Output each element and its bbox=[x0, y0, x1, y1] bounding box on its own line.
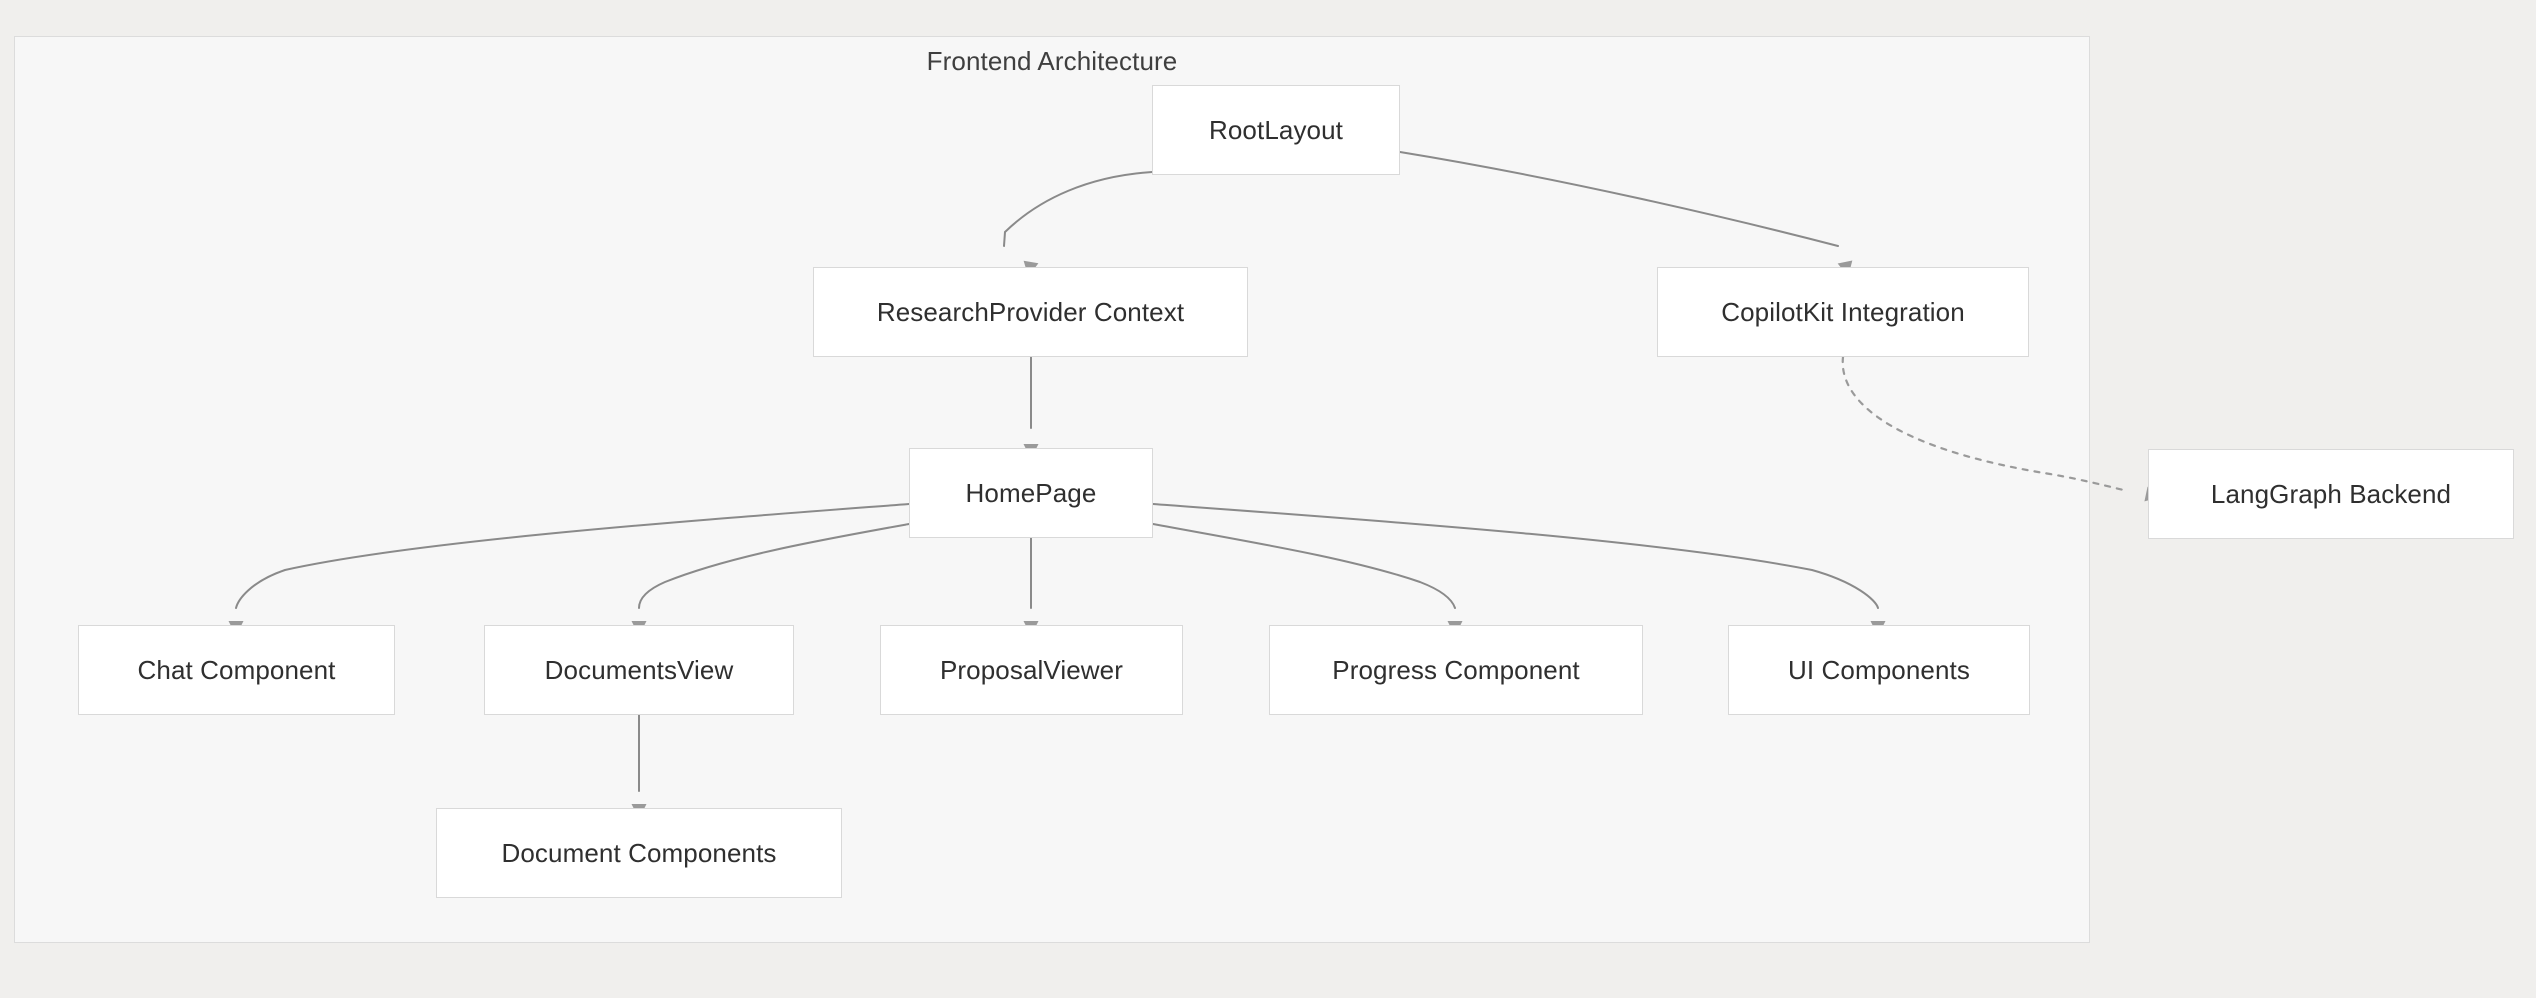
subgraph-title: Frontend Architecture bbox=[926, 46, 1178, 76]
node-documentsview[interactable]: DocumentsView bbox=[484, 625, 794, 715]
node-doccomponents[interactable]: Document Components bbox=[436, 808, 842, 898]
node-label: CopilotKit Integration bbox=[1721, 296, 1965, 327]
node-label: HomePage bbox=[965, 477, 1097, 508]
node-uicomponents[interactable]: UI Components bbox=[1728, 625, 2030, 715]
node-label: Document Components bbox=[501, 837, 777, 868]
node-proposal[interactable]: ProposalViewer bbox=[880, 625, 1183, 715]
node-homepage[interactable]: HomePage bbox=[909, 448, 1153, 538]
node-label: Progress Component bbox=[1332, 654, 1580, 685]
node-research[interactable]: ResearchProvider Context bbox=[813, 267, 1248, 357]
node-label: RootLayout bbox=[1209, 114, 1343, 145]
node-label: DocumentsView bbox=[544, 654, 734, 685]
node-label: Chat Component bbox=[137, 654, 336, 685]
node-rootlayout[interactable]: RootLayout bbox=[1152, 85, 1400, 175]
node-chat[interactable]: Chat Component bbox=[78, 625, 395, 715]
node-progress[interactable]: Progress Component bbox=[1269, 625, 1643, 715]
node-label: LangGraph Backend bbox=[2210, 478, 2452, 509]
node-label: ResearchProvider Context bbox=[876, 296, 1185, 327]
node-label: UI Components bbox=[1788, 654, 1970, 685]
node-copilotkit[interactable]: CopilotKit Integration bbox=[1657, 267, 2029, 357]
node-langgraph[interactable]: LangGraph Backend bbox=[2148, 449, 2514, 539]
node-label: ProposalViewer bbox=[939, 654, 1124, 685]
